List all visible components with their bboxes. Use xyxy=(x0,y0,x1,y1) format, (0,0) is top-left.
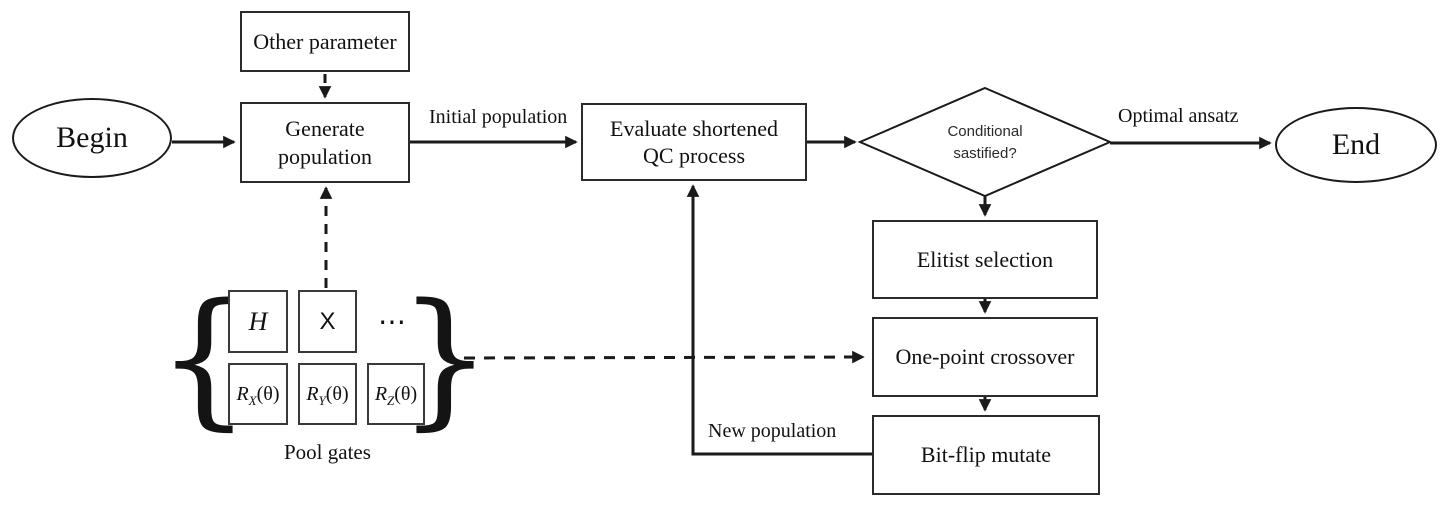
gate-h: H xyxy=(228,290,288,353)
generate-population-box: Generate population xyxy=(240,102,410,183)
gate-h-label: H xyxy=(248,306,268,336)
evaluate-qc-box: Evaluate shortened QC process xyxy=(581,103,807,181)
optimal-ansatz-label: Optimal ansatz xyxy=(1118,105,1239,127)
gate-rx-label: RX(θ) xyxy=(236,382,280,408)
gate-x: X xyxy=(298,290,357,353)
condition-label: Conditional sastified? xyxy=(947,123,1023,162)
one-point-crossover-box: One-point crossover xyxy=(872,317,1098,397)
other-parameter-box: Other parameter xyxy=(240,11,410,72)
pool-brace-right: } xyxy=(397,272,493,444)
pool-gates-caption: Pool gates xyxy=(284,440,371,464)
dashed-arrow-pool-to-crossover xyxy=(463,350,865,364)
generate-population-label: Generate population xyxy=(277,116,373,169)
arrow-mutate-feedback-to-evaluate xyxy=(686,184,872,456)
bit-flip-mutate-label: Bit-flip mutate xyxy=(920,442,1052,468)
gate-x-label: X xyxy=(319,307,336,335)
elitist-selection-label: Elitist selection xyxy=(916,246,1054,272)
evaluate-qc-label: Evaluate shortened QC process xyxy=(610,115,778,169)
gate-ry: RY(θ) xyxy=(298,363,357,425)
new-population-label: New population xyxy=(708,420,837,442)
begin-label: Begin xyxy=(56,121,128,154)
one-point-crossover-label: One-point crossover xyxy=(895,344,1075,370)
gate-rz: RZ(θ) xyxy=(367,363,425,425)
condition-diamond xyxy=(857,86,1113,198)
elitist-selection-box: Elitist selection xyxy=(872,220,1098,299)
begin-terminator: Begin xyxy=(12,98,172,178)
end-terminator: End xyxy=(1275,107,1437,183)
other-parameter-label: Other parameter xyxy=(253,28,397,54)
pool-ellipsis: ⋯ xyxy=(378,306,408,338)
gate-rx: RX(θ) xyxy=(228,363,288,425)
end-label: End xyxy=(1331,128,1381,161)
gate-ry-label: RY(θ) xyxy=(306,382,349,408)
gate-rz-label: RZ(θ) xyxy=(374,382,418,408)
initial-population-label: Initial population xyxy=(429,106,568,128)
bit-flip-mutate-box: Bit-flip mutate xyxy=(872,415,1100,495)
pool-brace-left: { xyxy=(156,272,252,444)
